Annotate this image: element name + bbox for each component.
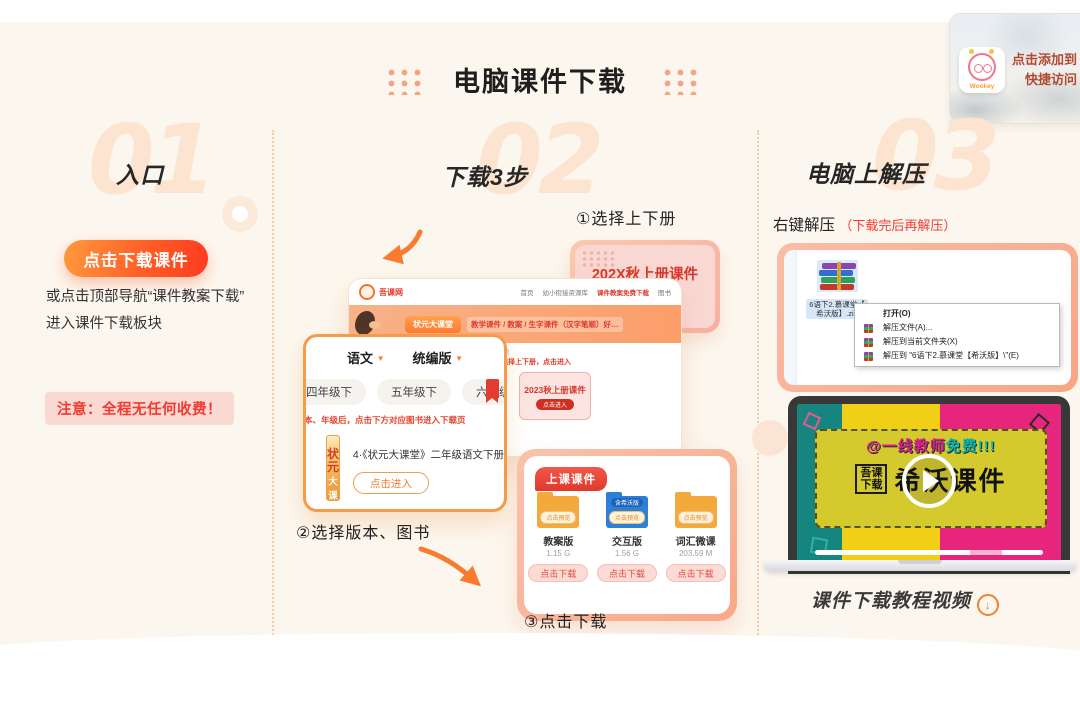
subject-filter-card: 语文 ▼ 统编版 ▼ 四年级下 五年级下 六年级下 本、年级后，点击下方对应图书… [303,334,507,512]
download-button[interactable]: 点击下载 [665,564,726,582]
grade-pill[interactable]: 六年级下 [462,379,504,405]
site-logo-text: 吾课网 [379,287,403,297]
book-title: 4·《状元大课堂》二年级语文下册 [352,449,504,461]
winrar-archive-icon [816,260,858,292]
column-divider [272,130,274,635]
video-box-text: 吾课 下载 [855,464,888,495]
autumn-volume-enter-button[interactable]: 点击进入 [536,399,574,410]
nav-item-download[interactable]: 课件教案免费下载 [597,290,649,297]
ring-decoration [222,196,258,232]
step1-number: 01 [88,104,217,216]
grade-pill[interactable]: 四年级下 [306,379,366,405]
preview-button[interactable]: 点击预览 [608,511,645,524]
banner-links[interactable]: 教学课件 / 教案 / 生字课件（汉字笔顺）好… [467,316,623,332]
video-caption: 课件下载教程视频 ↓ [783,586,1027,616]
video-title-free: 免费!!! [945,437,996,455]
folder-icon[interactable]: 点击预览 [537,492,580,528]
grade-pill[interactable]: 五年级下 [377,379,451,405]
banner-figure-illustration [355,309,381,339]
step3-heading: 电脑上解压 [806,161,926,187]
step2-number: 02 [476,104,605,216]
video-title-teachers: @一线教师 [866,437,946,455]
preview-button[interactable]: 点击预览 [540,511,577,524]
courseware-panel: 上课课件 点击预览 教案版 1.15 G 点击下载 含希沃版 点击预览 交互版 … [517,449,737,621]
folder-icon[interactable]: 含希沃版 点击预览 [605,492,648,528]
step2-heading: 下载3步 [442,164,528,190]
menu-item-open[interactable]: 打开(O) [883,309,911,318]
edition-dropdown[interactable]: 统编版 ▼ [412,351,464,366]
site-logo-icon [359,284,375,300]
unzip-note: （下载完后再解压） [839,218,957,233]
video-progress-bar[interactable] [815,549,1043,555]
laptop-base [763,560,1077,571]
promo-text: 点击添加到 快捷访问 [1012,52,1078,87]
caret-down-icon: ▼ [376,354,385,363]
caret-down-icon: ▼ [455,354,464,363]
courseware-item: 点击预览 词汇微课 203.59 M 点击下载 [662,492,730,582]
play-button[interactable] [902,454,956,509]
circle-decoration [752,420,788,456]
panel-ribbon: 上课课件 [535,467,607,491]
browser-header: 吾课网 首页 幼小衔接资源库 课件教案免费下载 图书 [349,279,681,305]
wookey-mascot-icon: Wookey [959,47,1005,93]
download-courseware-button[interactable]: 点击下载课件 [64,240,208,277]
folder-icon[interactable]: 点击预览 [674,492,717,528]
quick-access-promo-card[interactable]: Wookey 点击添加到 快捷访问 [949,13,1080,124]
mascot-name: Wookey [969,83,995,90]
nav-item[interactable]: 首页 [520,290,534,297]
substep-3-label: ③点击下载 [524,614,608,631]
download-button[interactable]: 点击下载 [528,564,589,582]
menu-item-extract-files[interactable]: 解压文件(A)... [855,321,1059,335]
book-cover[interactable]: 状元 大课堂 [326,435,340,501]
dots-decoration-left-icon [383,64,421,95]
page-header: 电脑课件下载 [0,52,1080,105]
step1-heading: 入口 [116,162,164,188]
seewo-tag: 含希沃版 [610,498,643,507]
winrar-mini-icon [864,323,873,333]
extract-screenshot-panel: 6语下2.慕课堂【 希沃版】.zip 打开(O) 解压文件(A)... 解压到当… [777,243,1078,392]
courseware-item: 含希沃版 点击预览 交互版 1.56 G 点击下载 [593,492,661,582]
step3-number: 03 [872,100,1001,212]
bottom-wave-decoration [0,633,1080,713]
laptop-screen: @一线教师免费!!! 吾课 下载 希沃课件 [788,396,1070,574]
video-thumbnail[interactable]: @一线教师免费!!! 吾课 下载 希沃课件 [797,404,1061,568]
download-arrow-icon[interactable]: ↓ [977,594,1000,616]
menu-item-extract-to[interactable]: 解压到 "6语下2.慕课堂【希沃版】\"(E) [855,349,1059,363]
preview-button[interactable]: 点击预览 [677,511,714,524]
substep-1-label: ①选择上下册 [576,211,677,228]
banner-series-button[interactable]: 状元大课堂 [405,315,461,333]
free-notice-badge: 注意：全程无任何收费！ [45,392,234,425]
site-nav: 首页 幼小衔接资源库 课件教案免费下载 图书 [521,287,672,297]
select-volume-hint: 选择上下册，点击进入 [501,359,571,366]
unzip-subheading: 右键解压 （下载完后再解压） [773,217,957,234]
column-divider [757,130,759,635]
nav-item[interactable]: 图书 [658,290,671,297]
filter-tip-text: 本、年级后，点击下方对应图书进入下载页 [304,415,466,425]
page-title: 电脑课件下载 [437,52,639,105]
substep-2-label: ②选择版本、图书 [296,525,431,542]
dots-decoration-right-icon [659,64,697,95]
explorer-side-strip [784,250,797,385]
winrar-mini-icon [864,337,873,347]
nav-item[interactable]: 幼小衔接资源库 [542,290,589,297]
book-enter-button[interactable]: 点击进入 [352,472,429,494]
winrar-mini-icon [864,351,873,361]
menu-item-extract-here[interactable]: 解压到当前文件夹(X) [855,335,1059,349]
hot-ribbon-icon [486,379,499,403]
autumn-volume-card-title: 2023秋上册课件 [524,385,586,395]
step1-description: 或点击顶部导航“课件教案下载” 进入课件下载板块 [46,289,245,332]
zip-file[interactable]: 6语下2.慕课堂【 希沃版】.zip [806,260,868,319]
subject-dropdown[interactable]: 语文 ▼ [346,351,385,366]
context-menu: 打开(O) 解压文件(A)... 解压到当前文件夹(X) 解压到 "6语下2.慕… [854,303,1060,367]
autumn-volume-card[interactable]: 2023秋上册课件 点击进入 [519,372,591,420]
zip-file-name: 6语下2.慕课堂【 希沃版】.zip [806,299,868,319]
download-button[interactable]: 点击下载 [596,564,657,582]
curved-arrow-icon [382,229,423,265]
curved-arrow-icon [418,546,481,587]
courseware-item: 点击预览 教案版 1.15 G 点击下载 [524,492,592,582]
